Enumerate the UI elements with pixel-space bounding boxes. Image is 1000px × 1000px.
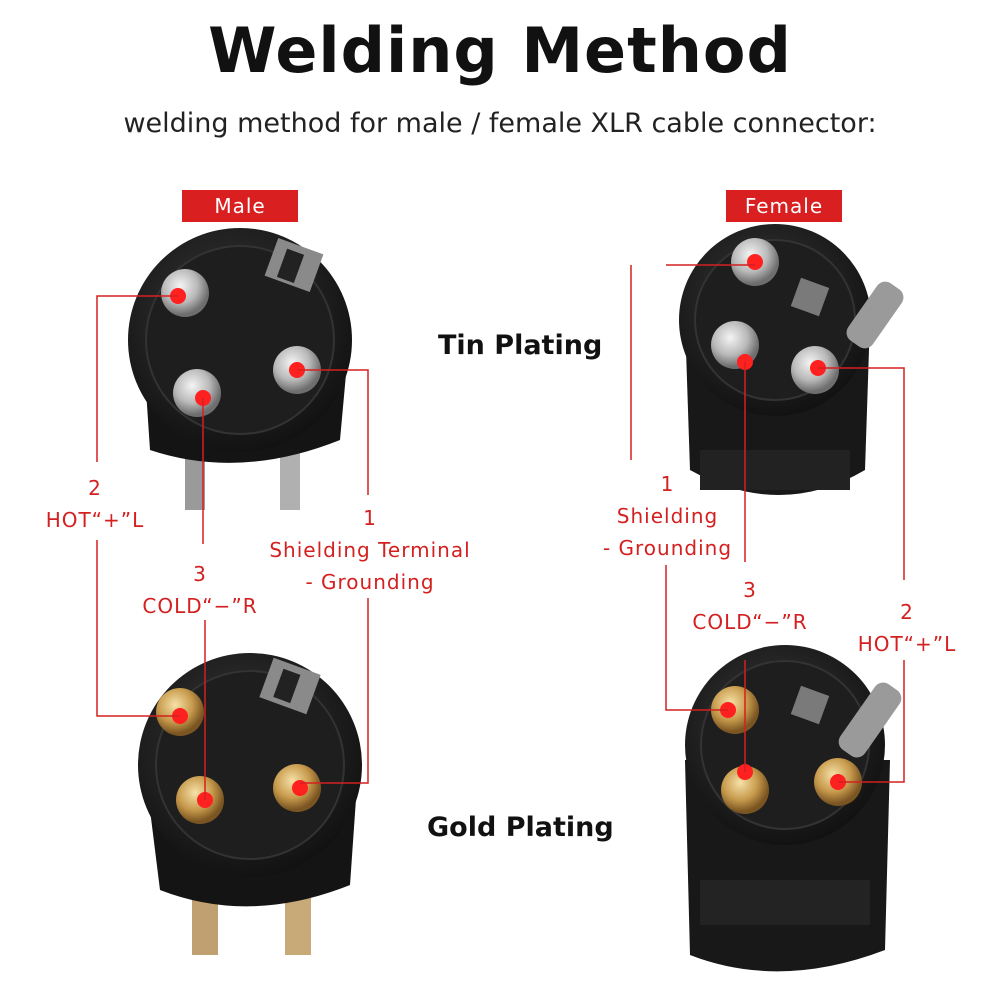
female-tin-dot-1	[747, 254, 763, 270]
male-shield-wire-top	[297, 369, 369, 495]
female-shield-line1: Shielding	[616, 504, 719, 528]
male-shield-line2: - Grounding	[305, 570, 435, 594]
female-shield-line2: - Grounding	[602, 536, 733, 560]
male-shield-label: 1 Shielding Terminal - Grounding	[250, 502, 490, 598]
male-shield-line1: Shielding Terminal	[269, 538, 471, 562]
female-cold-pin: 3	[743, 578, 757, 602]
male-shield-pin: 1	[363, 506, 377, 530]
female-hot-text: HOT“+”L	[857, 632, 957, 656]
female-hot-wire-top	[818, 367, 905, 580]
male-hot-wire-bottom	[96, 540, 180, 717]
male-cold-text: COLD“−”R	[142, 594, 258, 618]
page-subtitle: welding method for male / female XLR cab…	[123, 108, 877, 139]
male-wires	[96, 295, 369, 800]
female-shield-wire-gold	[665, 565, 728, 711]
male-hot-label: 2 HOT“+”L	[40, 472, 150, 536]
male-cold-pin: 3	[193, 562, 207, 586]
female-hot-label: 2 HOT“+”L	[842, 596, 972, 660]
male-shield-wire-bottom	[300, 598, 369, 784]
male-hot-wire-top	[96, 295, 178, 462]
male-badge: Male	[182, 190, 298, 222]
female-cold-text: COLD“−”R	[692, 610, 808, 634]
male-gold-dot-1	[292, 780, 308, 796]
female-gold-pin-3	[721, 766, 769, 814]
female-hot-pin: 2	[900, 600, 914, 624]
male-gold-connector	[138, 653, 362, 955]
page-title: Welding Method	[208, 14, 792, 87]
female-shield-pin: 1	[660, 472, 675, 496]
female-gold-connector	[685, 645, 902, 972]
gold-plating-label: Gold Plating	[427, 812, 614, 843]
male-cold-label: 3 COLD“−”R	[130, 558, 270, 622]
female-wires	[630, 264, 905, 783]
female-shield-label: 1 Shielding - Grounding	[585, 468, 750, 564]
female-badge: Female	[726, 190, 842, 222]
male-tin-connector	[128, 228, 352, 510]
male-hot-text: HOT“+”L	[45, 508, 145, 532]
tin-plating-label: Tin Plating	[438, 330, 603, 361]
female-cold-label: 3 COLD“−”R	[680, 574, 820, 638]
male-hot-pin: 2	[88, 476, 102, 500]
female-hot-wire-bottom	[838, 660, 905, 783]
